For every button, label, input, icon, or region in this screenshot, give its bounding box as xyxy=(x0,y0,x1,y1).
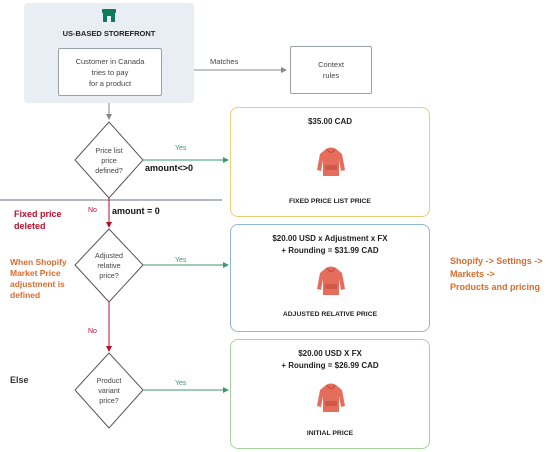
fixed-note-line1: Fixed price xyxy=(14,209,62,219)
initial-price-card: $20.00 USD X FX + Rounding = $26.99 CAD … xyxy=(230,339,430,449)
no-label-1: No xyxy=(88,207,97,214)
context-rules-line1: Context xyxy=(318,60,344,69)
fixed-price-card: $35.00 CAD FIXED PRICE LIST PRICE xyxy=(230,107,430,217)
yes-label-1: Yes xyxy=(175,145,187,152)
decision-1-label: Price list price defined? xyxy=(80,146,138,176)
context-rules-box: Context rules xyxy=(290,46,372,94)
market-note-line1: When Shopify xyxy=(10,257,67,267)
decision-3-line3: price? xyxy=(99,396,119,405)
no-label-2: No xyxy=(88,328,97,335)
market-note-line2: Market Price xyxy=(10,268,61,278)
decision-2-label: Adjusted relative price? xyxy=(80,251,138,281)
card-3-label: INITIAL PRICE xyxy=(306,430,354,437)
adjusted-relative-price-card: $20.00 USD x Adjustment x FX + Rounding … xyxy=(230,224,430,332)
settings-path-line1: Shopify -> Settings -> xyxy=(450,256,543,266)
decision-diamond-variant xyxy=(74,352,144,429)
card-2-line2: + Rounding = $31.99 CAD xyxy=(281,246,379,255)
decision-2-line3: price? xyxy=(99,271,119,280)
card-2-label: ADJUSTED RELATIVE PRICE xyxy=(282,311,378,318)
decision-1-line3: defined? xyxy=(95,166,123,175)
decision-1-line1: Price list xyxy=(95,146,123,155)
matches-label: Matches xyxy=(210,57,239,66)
market-note-line3: adjustment is xyxy=(10,279,65,289)
decision-3-line1: Product xyxy=(96,376,122,385)
customer-text-line1: Customer in Canada xyxy=(75,56,145,66)
condition-nonzero: amount<>0 xyxy=(145,163,194,173)
card-2-line1: $20.00 USD x Adjustment x FX xyxy=(272,234,388,243)
hoodie-icon xyxy=(317,147,345,176)
market-note-line4: defined xyxy=(10,290,41,300)
market-adjustment-note: When Shopify Market Price adjustment is … xyxy=(10,257,67,301)
card-1-price: $35.00 CAD xyxy=(307,117,353,126)
settings-path-line2: Markets -> xyxy=(450,269,495,279)
card-3-line2: + Rounding = $26.99 CAD xyxy=(281,361,379,370)
storefront-panel: US-BASED STOREFRONT Customer in Canada t… xyxy=(24,3,194,103)
yes-label-3: Yes xyxy=(175,380,187,387)
customer-text-line2: tries to pay xyxy=(91,67,129,77)
card-3-line1: $20.00 USD X FX xyxy=(298,349,362,358)
settings-path-note: Shopify -> Settings -> Markets -> Produc… xyxy=(450,255,543,294)
hoodie-icon xyxy=(317,266,345,295)
hoodie-icon xyxy=(317,383,345,412)
fixed-note-line2: deleted xyxy=(14,221,46,231)
fixed-price-deleted-note: Fixed price deleted xyxy=(14,208,62,232)
card-1-label: FIXED PRICE LIST PRICE xyxy=(289,198,371,205)
decision-1-line2: price xyxy=(101,156,117,165)
context-rules-line2: rules xyxy=(322,71,340,80)
storefront-title: US-BASED STOREFRONT xyxy=(62,29,156,38)
customer-text-line3: for a product xyxy=(88,78,132,88)
customer-box: Customer in Canada tries to pay for a pr… xyxy=(58,48,162,96)
decision-3-line2: variant xyxy=(98,386,120,395)
condition-zero: amount = 0 xyxy=(112,206,160,216)
settings-path-line3: Products and pricing xyxy=(450,282,541,292)
decision-2-line2: relative xyxy=(97,261,121,270)
decision-3-label: Product variant price? xyxy=(80,376,138,406)
yes-label-2: Yes xyxy=(175,257,187,264)
store-icon xyxy=(102,9,116,22)
decision-2-line1: Adjusted xyxy=(95,251,123,260)
else-note: Else xyxy=(10,375,29,385)
